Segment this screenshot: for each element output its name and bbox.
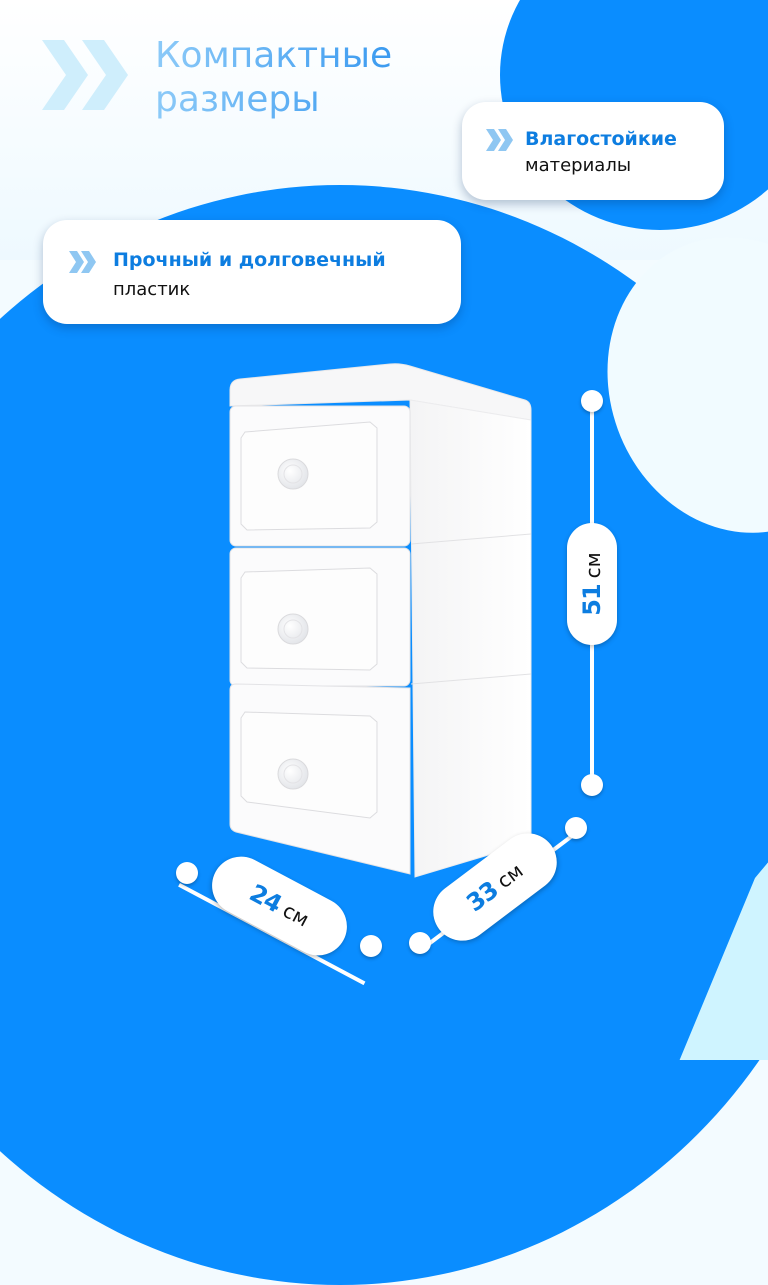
feature-subtext: материалы: [525, 155, 632, 176]
width-value: 24: [244, 878, 286, 919]
feature-heading: Влагостойкие: [525, 128, 677, 150]
feature-card-durable: Прочный и долговечный пластик: [43, 220, 461, 324]
width-dimension-end: [360, 935, 382, 957]
height-label: 51 см: [567, 523, 617, 645]
depth-value: 33: [461, 876, 504, 918]
width-dimension-start: [176, 862, 198, 884]
double-chevron-right-icon: [486, 129, 513, 151]
title-line-2: размеры: [155, 79, 320, 120]
title-line-1: Компактные: [155, 35, 393, 76]
drawer-middle: [229, 547, 411, 687]
feature-card-moisture: Влагостойкие материалы: [462, 102, 724, 200]
height-unit: см: [581, 552, 605, 579]
height-dimension-start: [581, 390, 603, 412]
feature-subtext: пластик: [113, 279, 191, 300]
drawer-bottom: [229, 683, 411, 875]
height-dimension-end: [581, 774, 603, 796]
drawer-top: [229, 405, 411, 547]
page-title: Компактные размеры: [155, 34, 392, 122]
depth-dimension-end: [565, 817, 587, 839]
height-value: 51: [578, 584, 606, 616]
depth-dimension-start: [409, 932, 431, 954]
double-chevron-right-icon: [69, 251, 96, 273]
depth-unit: см: [492, 858, 528, 894]
product-image-drawer-cabinet: [229, 363, 532, 878]
feature-heading: Прочный и долговечный: [113, 249, 386, 271]
double-chevron-right-icon: [42, 40, 128, 110]
width-unit: см: [278, 898, 314, 932]
